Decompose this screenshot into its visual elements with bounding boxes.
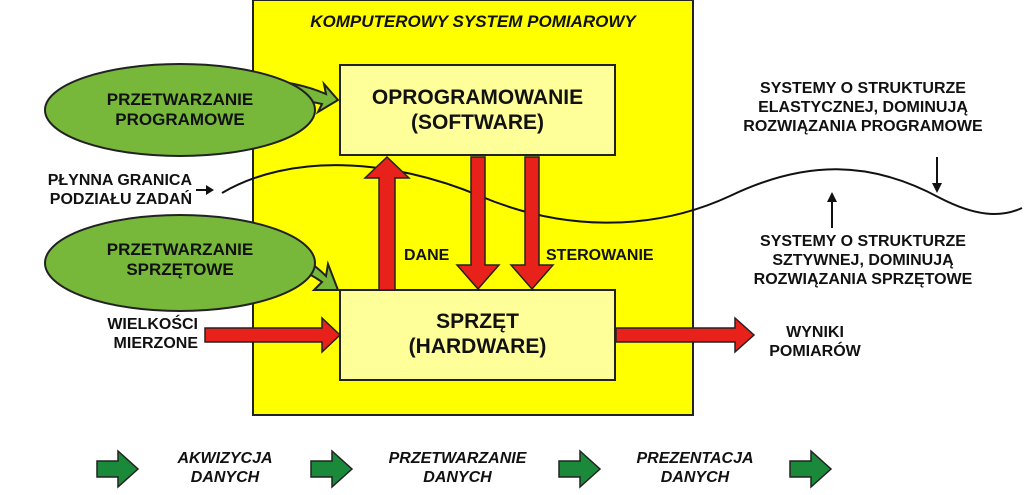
down-pointer-arrow <box>932 157 942 193</box>
pipeline-stage-1-line2: DANYCH <box>190 468 260 486</box>
pipeline-stage-1-line1: AKWIZYCJA <box>177 450 273 467</box>
up-pointer-arrow <box>827 192 837 228</box>
hardware-box-line1: SPRZĘT <box>436 310 519 333</box>
pipeline-stage-1: AKWIZYCJA DANYCH <box>140 450 310 488</box>
inputs-label: WIELKOŚCI MIERZONE <box>40 316 198 354</box>
results-label: WYNIKI POMIARÓW <box>760 324 870 362</box>
results-line1: WYNIKI <box>786 324 844 341</box>
dane-arrow <box>455 156 501 291</box>
rigid-systems-label: SYSTEMY O STRUKTURZE SZTYWNEJ, DOMINUJĄ … <box>753 233 973 288</box>
sterowanie-arrow <box>509 156 555 291</box>
boundary-wave <box>221 164 1023 224</box>
software-box <box>339 64 616 156</box>
hardware-to-software-arrow <box>363 155 411 291</box>
boundary-line1: PŁYNNA GRANICA <box>47 172 192 189</box>
pipeline-stage-2-line2: DANYCH <box>423 468 492 486</box>
pipeline-arrow-3 <box>558 449 602 489</box>
inputs-arrow <box>204 316 342 354</box>
system-title: KOMPUTEROWY SYSTEM POMIAROWY <box>310 12 636 31</box>
hardware-box-line2: (HARDWARE) <box>408 334 547 358</box>
pipeline-stage-3-line1: PREZENTACJA <box>636 450 754 467</box>
inputs-line2: MIERZONE <box>113 334 198 352</box>
pipeline-stage-3-line2: DANYCH <box>660 468 730 486</box>
hardware-ellipse <box>44 214 340 312</box>
hardware-ellipse-line2: SPRZĘTOWE <box>126 260 234 280</box>
hardware-ellipse-line1: PRZETWARZANIE <box>106 240 254 259</box>
pipeline-stage-3: PREZENTACJA DANYCH <box>600 450 790 488</box>
results-line2: POMIARÓW <box>769 342 861 360</box>
pipeline-arrow-1 <box>96 449 140 489</box>
boundary-pointer-arrow <box>196 185 214 195</box>
program-ellipse <box>44 63 340 157</box>
flexible-systems-label: SYSTEMY O STRUKTURZE ELASTYCZNEJ, DOMINU… <box>743 80 983 135</box>
inputs-line1: WIELKOŚCI <box>107 316 198 333</box>
pipeline-arrow-4 <box>789 449 833 489</box>
hardware-box <box>339 289 616 381</box>
program-ellipse-label: PRZETWARZANIE PROGRAMOWE <box>80 90 280 130</box>
software-box-label: OPROGRAMOWANIE (SOFTWARE) <box>340 86 615 136</box>
pipeline-stage-2-line1: PRZETWARZANIE <box>388 450 527 467</box>
results-arrow <box>615 316 756 354</box>
software-box-line2: (SOFTWARE) <box>411 110 544 134</box>
program-ellipse-line1: PRZETWARZANIE <box>106 90 254 109</box>
dane-label: DANE <box>404 247 450 264</box>
program-ellipse-line2: PROGRAMOWE <box>115 110 245 130</box>
hardware-box-label: SPRZĘT (HARDWARE) <box>340 310 615 360</box>
boundary-line2: PODZIAŁU ZADAŃ <box>49 190 192 208</box>
pipeline-stage-2: PRZETWARZANIE DANYCH <box>355 450 560 488</box>
sterowanie-label: STEROWANIE <box>546 247 654 264</box>
software-box-line1: OPROGRAMOWANIE <box>371 86 584 109</box>
hardware-ellipse-label: PRZETWARZANIE SPRZĘTOWE <box>80 240 280 280</box>
boundary-label: PŁYNNA GRANICA PODZIAŁU ZADAŃ <box>0 172 192 210</box>
pipeline-arrow-2 <box>310 449 354 489</box>
